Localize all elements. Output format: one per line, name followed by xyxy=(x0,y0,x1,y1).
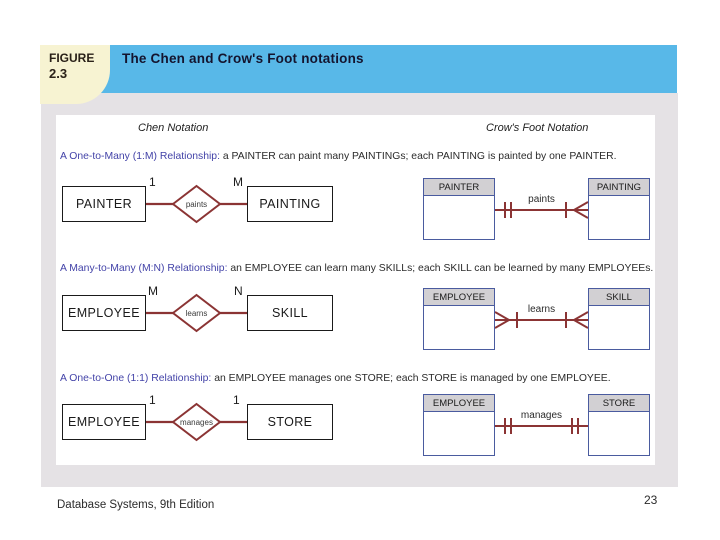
caption-rest: an EMPLOYEE manages one STORE; each STOR… xyxy=(211,373,611,384)
chen-relationship-diamond-learns: learns xyxy=(146,293,247,333)
cardinality-left: 1 xyxy=(149,393,156,407)
caption-rest: an EMPLOYEE can learn many SKILLs; each … xyxy=(227,263,654,274)
chen-verb-label: manages xyxy=(180,418,213,427)
crow-entity-header: PAINTER xyxy=(424,179,494,196)
slide-title-bar: The Chen and Crow's Foot notations xyxy=(40,45,677,93)
caption-many-to-many: A Many-to-Many (M:N) Relationship: an EM… xyxy=(60,263,653,274)
slide-title: The Chen and Crow's Foot notations xyxy=(122,51,364,66)
figure-number-label: FIGURE 2.3 xyxy=(40,45,110,104)
crow-entity-header: EMPLOYEE xyxy=(424,289,494,306)
crow-entity-header: EMPLOYEE xyxy=(424,395,494,412)
crow-entity-employee: EMPLOYEE xyxy=(423,288,495,350)
page-number: 23 xyxy=(644,493,658,507)
chen-column-header: Chen Notation xyxy=(138,122,209,134)
crow-entity-header: STORE xyxy=(589,395,649,412)
chen-entity-employee: EMPLOYEE xyxy=(62,295,146,331)
chen-verb-label: learns xyxy=(186,309,208,318)
crow-entity-header: SKILL xyxy=(589,289,649,306)
caption-one-to-many: A One-to-Many (1:M) Relationship: a PAIN… xyxy=(60,151,617,162)
footer-book-title: Database Systems, 9th Edition xyxy=(57,499,215,511)
crow-relationship-label: paints xyxy=(528,194,555,205)
caption-lead: A One-to-Many (1:M) Relationship: xyxy=(60,151,220,162)
caption-lead: A Many-to-Many (M:N) Relationship: xyxy=(60,263,228,274)
slide-content-area: Chen Notation Crow's Foot Notation A One… xyxy=(41,93,678,487)
cardinality-left: 1 xyxy=(149,175,156,189)
caption-rest: a PAINTER can paint many PAINTINGs; each… xyxy=(219,151,617,162)
crow-connector-one-to-many xyxy=(495,201,588,219)
cardinality-right: N xyxy=(234,284,243,298)
figure-number: 2.3 xyxy=(49,66,68,81)
cardinality-right: 1 xyxy=(233,393,240,407)
crow-entity-painting: PAINTING xyxy=(588,178,650,240)
chen-entity-skill: SKILL xyxy=(247,295,333,331)
caption-lead: A One-to-One (1:1) Relationship: xyxy=(60,373,212,384)
chen-entity-painting: PAINTING xyxy=(247,186,333,222)
crow-column-header: Crow's Foot Notation xyxy=(486,122,589,134)
cardinality-left: M xyxy=(148,284,158,298)
crow-entity-employee: EMPLOYEE xyxy=(423,394,495,456)
chen-relationship-diamond-paints: paints xyxy=(146,184,247,224)
crow-relationship-label: learns xyxy=(527,304,556,315)
crow-entity-store: STORE xyxy=(588,394,650,456)
crow-connector-many-to-many xyxy=(495,311,588,329)
figure-panel: Chen Notation Crow's Foot Notation A One… xyxy=(56,115,655,465)
cardinality-right: M xyxy=(233,175,243,189)
crow-entity-skill: SKILL xyxy=(588,288,650,350)
crow-connector-one-to-one xyxy=(495,418,588,434)
chen-entity-painter: PAINTER xyxy=(62,186,146,222)
crow-relationship-label: manages xyxy=(520,410,563,421)
crow-entity-header: PAINTING xyxy=(589,179,649,196)
chen-entity-store: STORE xyxy=(247,404,333,440)
chen-verb-label: paints xyxy=(186,200,207,209)
crow-entity-painter: PAINTER xyxy=(423,178,495,240)
caption-one-to-one: A One-to-One (1:1) Relationship: an EMPL… xyxy=(60,373,611,384)
chen-relationship-diamond-manages: manages xyxy=(146,402,247,442)
chen-entity-employee: EMPLOYEE xyxy=(62,404,146,440)
figure-word: FIGURE xyxy=(49,51,95,65)
